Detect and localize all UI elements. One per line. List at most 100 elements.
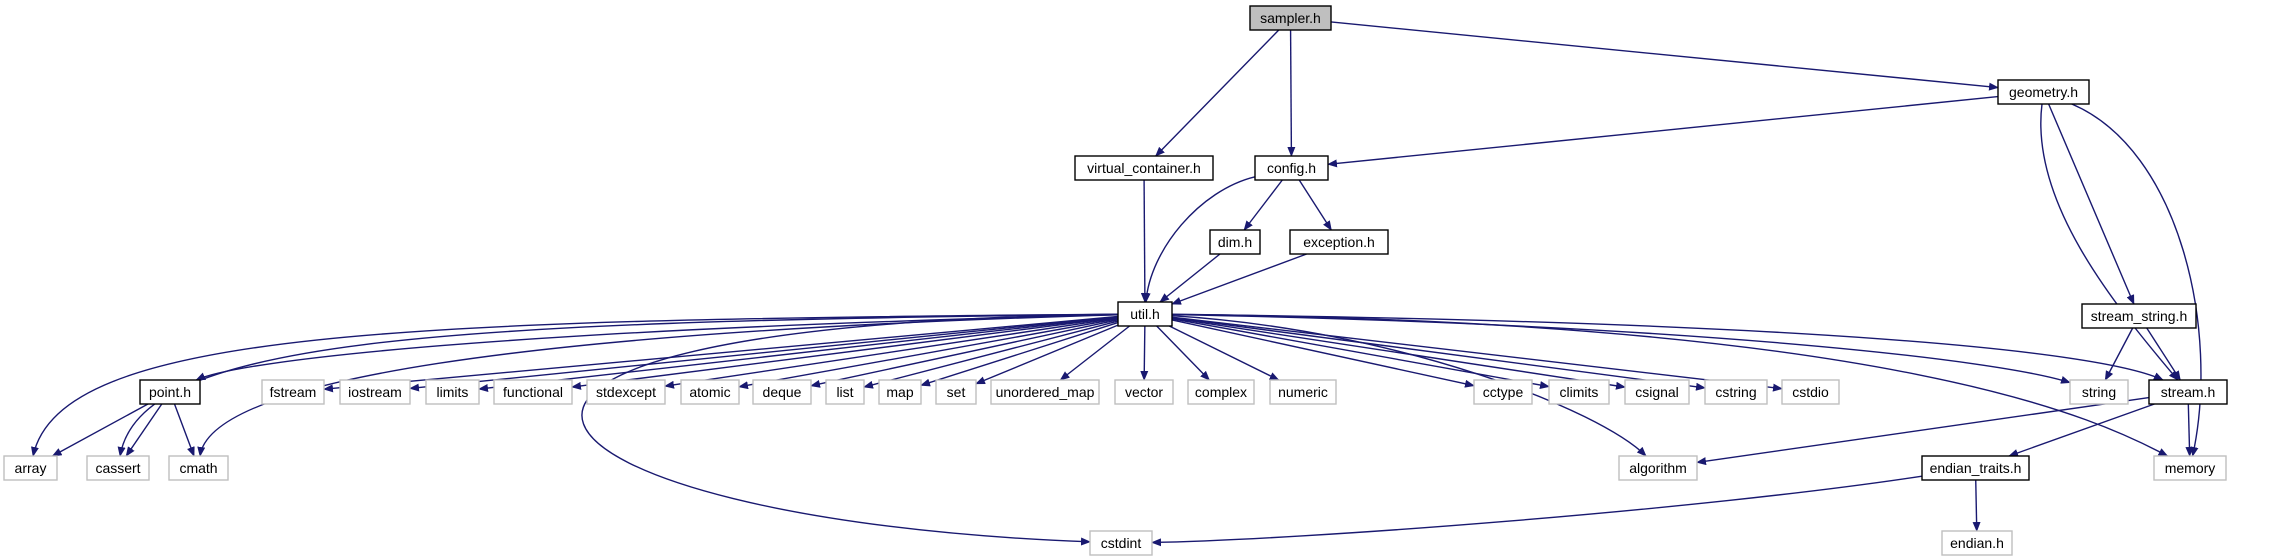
edge-sampler-to-virtual_container: [1155, 29, 1280, 157]
node-limits[interactable]: limits: [425, 379, 480, 405]
node-box-point[interactable]: [139, 379, 201, 405]
node-box-unordered_map[interactable]: [990, 379, 1100, 405]
node-cstdint[interactable]: cstdint: [1089, 530, 1153, 556]
node-set[interactable]: set: [935, 379, 977, 405]
node-cctype[interactable]: cctype: [1473, 379, 1533, 405]
node-cstdio[interactable]: cstdio: [1781, 379, 1840, 405]
node-box-cstdio[interactable]: [1781, 379, 1840, 405]
node-box-virtual_container[interactable]: [1074, 155, 1214, 181]
node-box-map[interactable]: [878, 379, 922, 405]
node-box-complex[interactable]: [1187, 379, 1255, 405]
node-box-iostream[interactable]: [339, 379, 411, 405]
edge-sampler-to-config: [1287, 29, 1296, 157]
node-stdexcept[interactable]: stdexcept: [586, 379, 666, 405]
node-vector[interactable]: vector: [1114, 379, 1174, 405]
node-box-functional[interactable]: [493, 379, 573, 405]
node-box-exception[interactable]: [1289, 229, 1389, 255]
node-iostream[interactable]: iostream: [339, 379, 411, 405]
node-cmath[interactable]: cmath: [168, 455, 229, 481]
node-box-array[interactable]: [3, 455, 58, 481]
node-csignal[interactable]: csignal: [1624, 379, 1690, 405]
node-box-cmath[interactable]: [168, 455, 229, 481]
node-label-point: point.h: [149, 384, 191, 400]
node-config[interactable]: config.h: [1254, 155, 1329, 181]
node-label-cstring: cstring: [1715, 384, 1756, 400]
node-box-climits[interactable]: [1548, 379, 1610, 405]
node-endian_traits[interactable]: endian_traits.h: [1921, 455, 2030, 481]
edge-stream-to-endian_traits: [2008, 403, 2155, 457]
edge-util-to-iostream: [409, 316, 1119, 392]
node-map[interactable]: map: [878, 379, 922, 405]
node-string[interactable]: string: [2069, 379, 2129, 405]
node-endian[interactable]: endian.h: [1941, 530, 2013, 556]
node-virtual_container[interactable]: virtual_container.h: [1074, 155, 1214, 181]
node-atomic[interactable]: atomic: [680, 379, 740, 405]
node-box-list[interactable]: [825, 379, 865, 405]
edge-util-to-cstdint: [581, 313, 1119, 546]
node-box-vector[interactable]: [1114, 379, 1174, 405]
node-label-virtual_container: virtual_container.h: [1087, 160, 1201, 176]
node-fstream[interactable]: fstream: [261, 379, 325, 405]
node-label-limits: limits: [437, 384, 469, 400]
node-dim[interactable]: dim.h: [1209, 229, 1261, 255]
node-label-geometry: geometry.h: [2009, 84, 2078, 100]
node-numeric[interactable]: numeric: [1269, 379, 1337, 405]
node-box-cstdint[interactable]: [1089, 530, 1153, 556]
edge-util-to-vector: [1140, 325, 1149, 381]
node-stream[interactable]: stream.h: [2148, 379, 2228, 405]
node-box-sampler[interactable]: [1249, 5, 1332, 31]
node-box-limits[interactable]: [425, 379, 480, 405]
node-climits[interactable]: climits: [1548, 379, 1610, 405]
node-box-endian_traits[interactable]: [1921, 455, 2030, 481]
node-geometry[interactable]: geometry.h: [1997, 79, 2090, 105]
node-box-stream[interactable]: [2148, 379, 2228, 405]
edge-util-to-string: [1171, 313, 2071, 384]
node-box-memory[interactable]: [2153, 455, 2227, 481]
node-functional[interactable]: functional: [493, 379, 573, 405]
node-label-fstream: fstream: [270, 384, 317, 400]
node-box-util[interactable]: [1117, 301, 1173, 327]
node-box-set[interactable]: [935, 379, 977, 405]
node-util[interactable]: util.h: [1117, 301, 1173, 327]
node-box-cctype[interactable]: [1473, 379, 1533, 405]
node-complex[interactable]: complex: [1187, 379, 1255, 405]
node-box-endian[interactable]: [1941, 530, 2013, 556]
node-exception[interactable]: exception.h: [1289, 229, 1389, 255]
node-box-atomic[interactable]: [680, 379, 740, 405]
edge-endian_traits-to-cstdint: [1151, 475, 1923, 547]
node-box-deque[interactable]: [752, 379, 812, 405]
node-box-config[interactable]: [1254, 155, 1329, 181]
node-label-memory: memory: [2165, 460, 2216, 476]
node-deque[interactable]: deque: [752, 379, 812, 405]
edge-util-to-atomic: [738, 318, 1119, 390]
node-box-geometry[interactable]: [1997, 79, 2090, 105]
node-box-algorithm[interactable]: [1618, 455, 1698, 481]
node-box-fstream[interactable]: [261, 379, 325, 405]
node-label-cassert: cassert: [95, 460, 140, 476]
node-box-string[interactable]: [2069, 379, 2129, 405]
node-list[interactable]: list: [825, 379, 865, 405]
node-array[interactable]: array: [3, 455, 58, 481]
node-box-numeric[interactable]: [1269, 379, 1337, 405]
node-label-vector: vector: [1125, 384, 1163, 400]
edge-geometry-to-config: [1327, 95, 1999, 168]
node-box-stream_string[interactable]: [2081, 303, 2197, 329]
node-cassert[interactable]: cassert: [86, 455, 150, 481]
node-box-cassert[interactable]: [86, 455, 150, 481]
node-box-stdexcept[interactable]: [586, 379, 666, 405]
node-cstring[interactable]: cstring: [1704, 379, 1768, 405]
node-box-csignal[interactable]: [1624, 379, 1690, 405]
edge-sampler-to-geometry: [1330, 21, 1999, 91]
node-stream_string[interactable]: stream_string.h: [2081, 303, 2197, 329]
node-box-dim[interactable]: [1209, 229, 1261, 255]
node-sampler[interactable]: sampler.h: [1249, 5, 1332, 31]
edge-stream-to-algorithm: [1696, 396, 2150, 466]
edge-point-to-array: [51, 403, 149, 457]
node-point[interactable]: point.h: [139, 379, 201, 405]
node-box-cstring[interactable]: [1704, 379, 1768, 405]
node-unordered_map[interactable]: unordered_map: [990, 379, 1100, 405]
node-memory[interactable]: memory: [2153, 455, 2227, 481]
edge-endian_traits-to-endian: [1972, 479, 1981, 532]
node-algorithm[interactable]: algorithm: [1618, 455, 1698, 481]
edge-exception-to-util: [1171, 253, 1307, 305]
